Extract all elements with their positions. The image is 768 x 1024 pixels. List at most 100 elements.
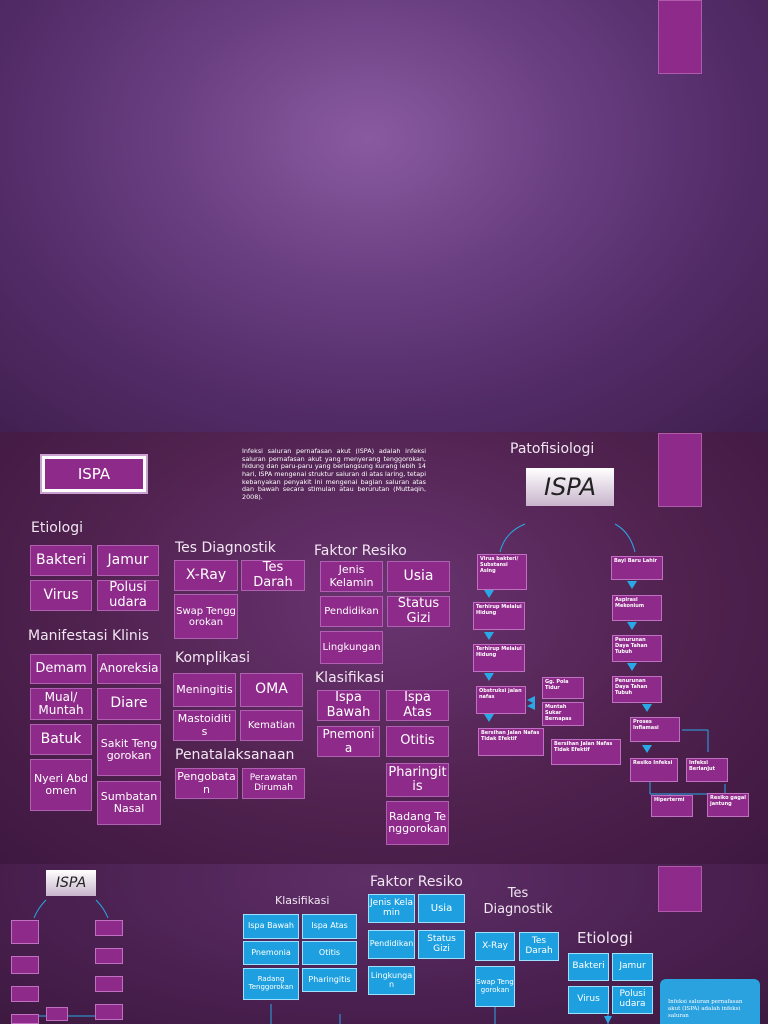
pato-virus: Virus bakteri/ Substansi Asing xyxy=(477,554,527,590)
pato-heading: Patofisiologi xyxy=(510,441,595,457)
s3-klasifikasi-heading: Klasifikasi xyxy=(275,894,331,908)
s3-swap: Swap Tenggorokan xyxy=(475,966,515,1007)
pato-inflamasi: Proses Inflamasi xyxy=(630,717,680,742)
pato-bersihan-2: Bersihan Jalan Nafas Tidak Efektif xyxy=(551,739,621,765)
manifestasi-sakit-tenggorokan: Sakit Tenggorokan xyxy=(97,724,161,776)
manifestasi-sumbatan-nasal: Sumbatan Nasal xyxy=(97,781,161,825)
penata-heading: Penatalaksanaan xyxy=(175,747,295,763)
s3-jamur: Jamur xyxy=(612,953,653,981)
pato-terhirup-2: Terhirup Melalui Hidung xyxy=(473,644,525,672)
s3-lingkungan: Lingkungan xyxy=(368,966,415,995)
s3-pendidikan: Pendidikan xyxy=(368,930,415,959)
etiologi-virus: Virus xyxy=(30,580,92,611)
faktor-jenis-kelamin: Jenis Kelamin xyxy=(320,561,383,592)
pato-title-text: ISPA xyxy=(543,473,596,501)
ispa-title-box: ISPA xyxy=(40,454,148,494)
faktor-lingkungan: Lingkungan xyxy=(320,631,383,664)
s3-ispa-title-text: ISPA xyxy=(55,875,87,891)
corner-tab xyxy=(658,866,702,912)
penata-pengobatan: Pengobatan xyxy=(175,768,238,799)
s3-radang: Radang Tenggorokan xyxy=(243,968,299,1000)
komplikasi-meningitis: Meningitis xyxy=(173,673,236,707)
slide-3: ISPA Klasifikasi Ispa Bawah Ispa Atas Pn… xyxy=(0,864,768,1024)
etiologi-jamur: Jamur xyxy=(97,545,159,576)
pato-penurunan-2: Penurunan Daya Tahan Tubuh xyxy=(612,676,662,703)
pato-terhirup-1: Terhirup Melalui Hidung xyxy=(473,602,525,630)
pato-bersihan-1: Bersihan Jalan Nafas Tidak Efektif xyxy=(478,728,544,756)
pato-resiko-infeksi: Resiko Infeksi xyxy=(630,758,678,782)
tes-darah: Tes Darah xyxy=(241,560,305,591)
definition-text: Infeksi saluran pernafasan akut (ISPA) a… xyxy=(242,447,426,502)
s3-flow-box xyxy=(46,1007,68,1021)
komplikasi-heading: Komplikasi xyxy=(175,650,250,666)
manifestasi-anoreksia: Anoreksia xyxy=(97,654,161,684)
corner-tab xyxy=(658,0,702,74)
klasifikasi-ispa-bawah: Ispa Bawah xyxy=(317,690,380,721)
s3-tes-heading: Tes Diagnostik xyxy=(483,886,553,917)
etiologi-polusi: Polusi udara xyxy=(97,580,159,611)
pato-muntah: Muntah Sukar Bernapas xyxy=(542,702,584,726)
s3-xray: X-Ray xyxy=(475,932,515,961)
komplikasi-oma: OMA xyxy=(240,673,303,707)
faktor-heading: Faktor Resiko xyxy=(314,543,407,559)
manifestasi-batuk: Batuk xyxy=(30,724,92,755)
s3-flow-box xyxy=(11,956,39,974)
s3-flow-box xyxy=(95,920,123,936)
s3-flow-box xyxy=(11,920,39,944)
klasifikasi-radang: Radang Tenggorokan xyxy=(386,801,449,845)
s3-scroll: Infeksi saluran pernafasan akut (ISPA) a… xyxy=(660,979,760,1024)
s3-jenis-kelamin: Jenis Kelamin xyxy=(368,894,415,923)
manifestasi-diare: Diare xyxy=(97,688,161,720)
etiologi-bakteri: Bakteri xyxy=(30,545,92,576)
manifestasi-heading: Manifestasi Klinis xyxy=(28,628,149,644)
s3-pharingitis: Pharingitis xyxy=(302,968,357,992)
klasifikasi-otitis: Otitis xyxy=(386,726,449,757)
faktor-status-gizi: Status Gizi xyxy=(387,596,450,627)
s3-status-gizi: Status Gizi xyxy=(418,930,465,959)
ispa-title: ISPA xyxy=(45,459,143,489)
s3-flow-box xyxy=(95,976,123,992)
s3-faktor-heading: Faktor Resiko xyxy=(370,874,463,890)
manifestasi-demam: Demam xyxy=(30,654,92,684)
pato-aspirasi: Aspirasi Mekonium xyxy=(612,595,662,621)
s3-flow-box xyxy=(11,986,39,1002)
klasifikasi-heading: Klasifikasi xyxy=(315,670,385,686)
s3-tes-darah: Tes Darah xyxy=(519,932,559,961)
klasifikasi-pharingitis: Pharingitis xyxy=(386,763,449,797)
tes-xray: X-Ray xyxy=(174,560,238,591)
pato-penurunan-1: Penurunan Daya Tahan Tubuh xyxy=(612,635,662,662)
s3-flow-box xyxy=(95,948,123,964)
pato-hipertermi: Hipertermi xyxy=(651,795,693,817)
pato-gagal-jantung: Resiko gagal jantung xyxy=(707,793,749,817)
s3-virus: Virus xyxy=(568,986,609,1014)
corner-tab xyxy=(658,433,702,507)
faktor-pendidikan: Pendidikan xyxy=(320,596,383,627)
manifestasi-mual: Mual/ Muntah xyxy=(30,688,92,720)
slide-1 xyxy=(0,0,768,432)
slide-2: ISPA Infeksi saluran pernafasan akut (IS… xyxy=(0,432,768,864)
komplikasi-kematian: Kematian xyxy=(240,710,303,741)
etiologi-heading: Etiologi xyxy=(31,520,84,536)
pato-bayi: Bayi Baru Lahir xyxy=(611,556,663,580)
s3-bakteri: Bakteri xyxy=(568,953,609,981)
penata-perawatan: Perawatan Dirumah xyxy=(242,768,305,799)
tes-swap: Swap Tenggorokan xyxy=(174,594,238,639)
komplikasi-mastoiditis: Mastoiditis xyxy=(173,710,236,741)
s3-flow-box xyxy=(11,1014,39,1024)
s3-klasifikasi-heading-text: Klasifikasi xyxy=(275,894,330,907)
pato-gg-pola-tidur: Gg. Pola Tidur xyxy=(542,677,584,699)
s3-polusi: Polusi udara xyxy=(612,986,653,1014)
tes-heading: Tes Diagnostik xyxy=(175,540,276,556)
klasifikasi-ispa-atas: Ispa Atas xyxy=(386,690,449,721)
pato-title: ISPA xyxy=(526,468,614,506)
s3-ispa-title: ISPA xyxy=(46,870,96,896)
s3-etiologi-heading: Etiologi xyxy=(577,929,633,947)
s3-scroll-text: Infeksi saluran pernafasan akut (ISPA) a… xyxy=(668,999,743,1020)
s3-otitis: Otitis xyxy=(302,941,357,965)
pato-infeksi-berlanjut: Infeksi Berlanjut xyxy=(686,758,728,782)
s3-ispa-atas: Ispa Atas xyxy=(302,914,357,939)
manifestasi-nyeri-abdomen: Nyeri Abdomen xyxy=(30,759,92,811)
faktor-usia: Usia xyxy=(387,561,450,592)
s3-flow-box xyxy=(95,1004,123,1020)
pato-obstruksi: Obstruksi jalan nafas xyxy=(476,686,526,714)
